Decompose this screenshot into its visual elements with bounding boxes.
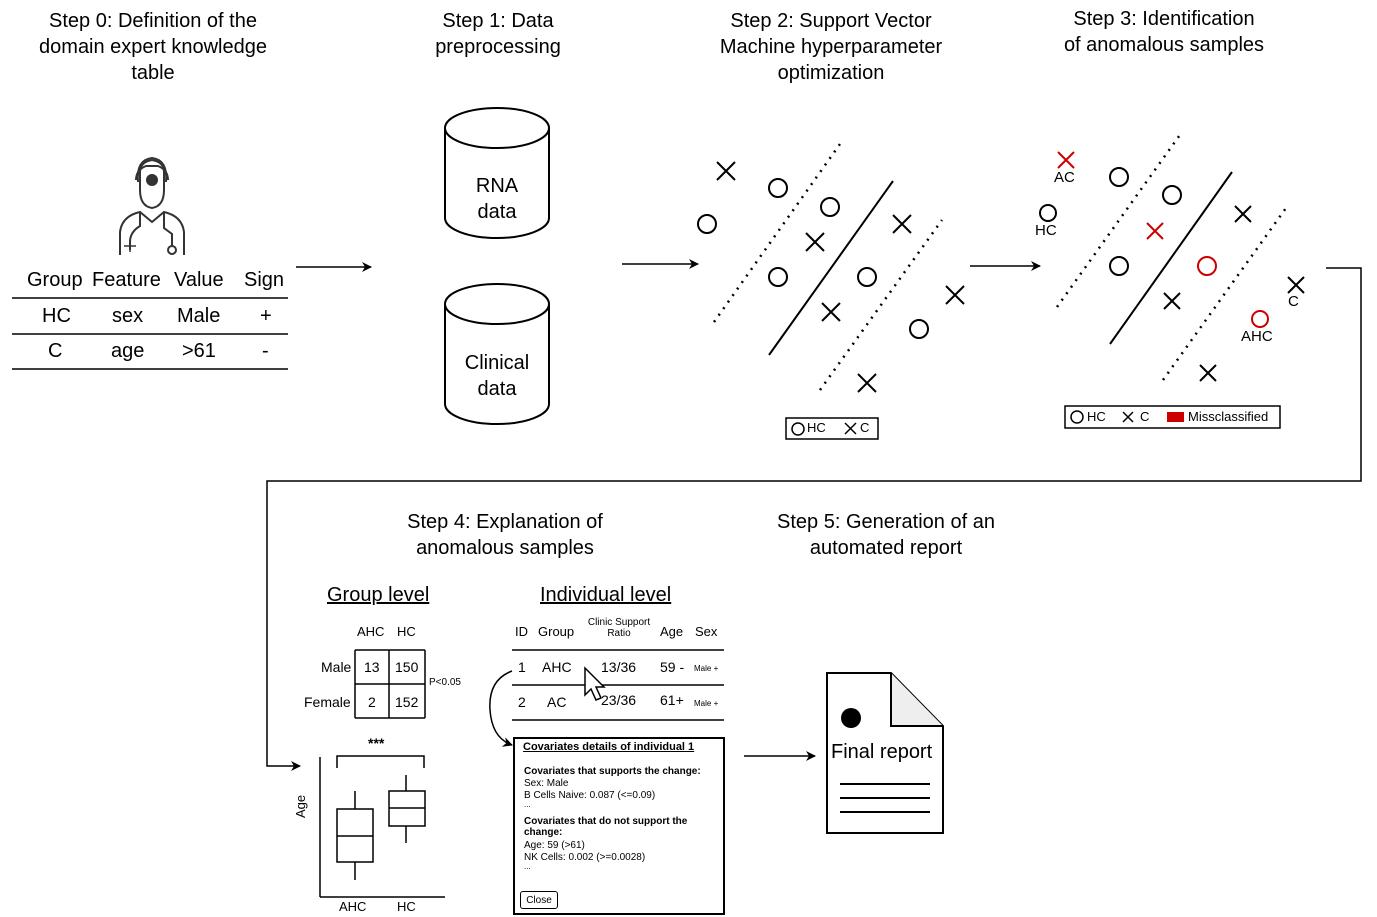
popup-support-item: Sex: Male <box>524 778 569 789</box>
popup-support-item: ... <box>524 800 531 809</box>
gl-col-hc: HC <box>397 624 416 639</box>
arrow-step3-to-step4 <box>266 267 1362 771</box>
boxplot-xlabel-hc: HC <box>397 899 416 914</box>
point-label-c: C <box>1288 293 1299 310</box>
popup-support-item: B Cells Naive: 0.087 (<=0.09) <box>524 790 656 801</box>
mouse-cursor-icon <box>584 666 606 701</box>
knowledge-table-lines <box>12 297 288 370</box>
il-col-sex: Sex <box>695 624 718 639</box>
popup-title: Covariates details of individual 1 <box>523 741 695 753</box>
doctor-icon <box>119 156 185 255</box>
group-level-header: Group level <box>327 584 430 606</box>
curved-arrow-row-to-popup <box>489 670 513 747</box>
report-document-icon <box>826 672 944 834</box>
il-row2-ratio[interactable]: 23/36 <box>601 692 637 708</box>
kt-cell: age <box>111 340 145 362</box>
il-col-age: Age <box>660 624 684 639</box>
svm-legend-step2 <box>785 417 879 440</box>
kt-cell: - <box>262 340 269 362</box>
boxplot-ylabel: Age <box>293 794 308 818</box>
gl-cell: 152 <box>395 694 419 710</box>
step5-title: Step 5: Generation of an automated repor… <box>777 511 995 559</box>
gl-cell: 150 <box>395 659 419 675</box>
popup-nosupport-item: Age: 59 (>61) <box>524 840 585 851</box>
point-label-ac: AC <box>1054 169 1075 186</box>
rna-database-icon <box>444 107 550 239</box>
rna-data-label: RNA data <box>475 175 519 223</box>
popup-nosupport-item: ... <box>524 862 531 871</box>
individual-level-header: Individual level <box>540 584 672 606</box>
il-row1-group[interactable]: AHC <box>542 659 572 675</box>
gl-cell: 13 <box>364 659 380 675</box>
gl-row-female: Female <box>304 694 351 710</box>
kt-header-feature: Feature <box>92 269 161 291</box>
gl-cell: 2 <box>368 694 376 710</box>
clinical-data-label: Clinical data <box>464 352 530 400</box>
clinical-database-icon <box>444 283 550 425</box>
legend-hc-label: HC <box>807 420 826 435</box>
boxplot <box>319 755 445 898</box>
kt-cell: C <box>48 340 63 362</box>
final-report-label: Final report <box>831 741 933 763</box>
il-row2-sex[interactable]: Male + <box>694 699 719 708</box>
legend-c-label: C <box>860 420 870 435</box>
il-row1-id[interactable]: 1 <box>518 659 526 675</box>
kt-cell: HC <box>42 305 71 327</box>
popup-support-heading: Covariates that supports the change: <box>524 766 701 777</box>
il-row1-ratio[interactable]: 13/36 <box>601 659 637 675</box>
legend3-hc-label: HC <box>1087 409 1106 424</box>
kt-cell: >61 <box>182 340 216 362</box>
il-col-ratio: Clinic Support Ratio <box>587 617 651 639</box>
kt-header-value: Value <box>174 269 224 291</box>
kt-cell: sex <box>112 305 144 327</box>
kt-cell: Male <box>177 305 221 327</box>
legend3-c-label: C <box>1140 409 1150 424</box>
popup-nosupport-item: NK Cells: 0.002 (>=0.0028) <box>524 852 646 863</box>
boxplot-xlabel-ahc: AHC <box>339 899 367 914</box>
svm-plot-step2 <box>697 143 965 393</box>
popup-nosupport-heading: Covariates that do not support the chang… <box>524 816 688 838</box>
il-row1-age[interactable]: 59 - <box>660 659 685 675</box>
il-col-id: ID <box>515 624 528 639</box>
boxplot-significance: *** <box>368 735 385 751</box>
il-row2-age[interactable]: 61+ <box>660 692 684 708</box>
gl-col-ahc: AHC <box>357 624 385 639</box>
svm-plot-step3 <box>1039 131 1305 382</box>
step2-title: Step 2: Support Vector Machine hyperpara… <box>719 10 943 84</box>
il-row2-id[interactable]: 2 <box>518 694 526 710</box>
legend3-misclassified-label: Missclassified <box>1188 409 1269 424</box>
il-col-group: Group <box>538 624 575 639</box>
kt-header-sign: Sign <box>244 269 285 291</box>
gl-row-male: Male <box>321 659 352 675</box>
svm-legend-step3 <box>1064 405 1281 429</box>
step1-title: Step 1: Data preprocessing <box>435 10 561 58</box>
kt-cell: + <box>260 305 272 327</box>
covariates-popup: Covariates details of individual 1 Covar… <box>513 737 725 915</box>
point-label-ahc: AHC <box>1241 328 1273 345</box>
point-label-hc: HC <box>1035 222 1057 239</box>
il-row1-sex[interactable]: Male + <box>694 664 719 673</box>
step0-title: Step 0: Definition of the domain expert … <box>39 10 267 84</box>
close-button[interactable]: Close <box>520 891 558 909</box>
gl-pvalue: P<0.05 <box>429 677 461 688</box>
contingency-grid <box>354 649 426 719</box>
step4-title: Step 4: Explanation of anomalous samples <box>407 511 603 559</box>
kt-header-group: Group <box>27 269 83 291</box>
il-row2-group[interactable]: AC <box>547 694 567 710</box>
individual-table-lines <box>512 649 724 721</box>
step3-title: Step 3: Identification of anomalous samp… <box>1063 8 1265 56</box>
